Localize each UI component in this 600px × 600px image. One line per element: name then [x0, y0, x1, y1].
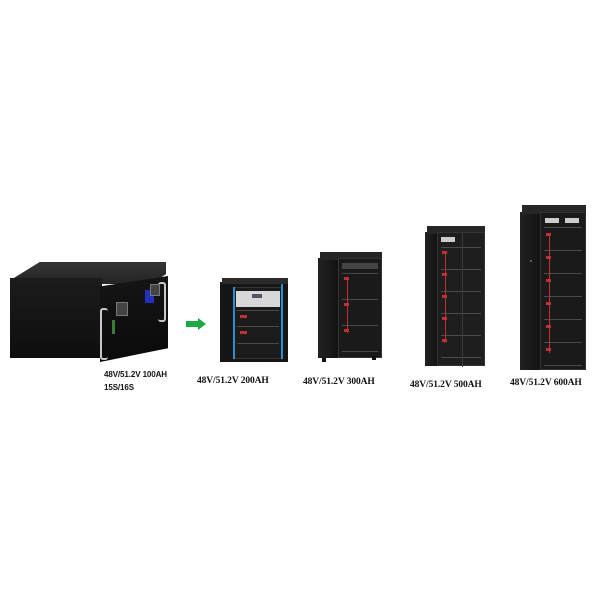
module-left-handle: [100, 308, 108, 360]
arrow-right-icon: [186, 318, 206, 330]
cabinet-600-label: 48V/51.2V 600AH: [510, 378, 582, 388]
module-right-handle: [158, 282, 166, 322]
module-left-terminal: [116, 302, 128, 316]
module-sublabel: 15S/16S: [104, 383, 134, 392]
module-lcd-display: [145, 290, 154, 303]
module-label: 48V/51.2V 100AH: [104, 370, 167, 379]
cabinet-200-label: 48V/51.2V 200AH: [197, 376, 269, 386]
cabinet-300-label: 48V/51.2V 300AH: [303, 377, 375, 387]
cabinet-500-label: 48V/51.2V 500AH: [410, 380, 482, 390]
module-side-panel: [10, 278, 102, 358]
module-status-strip: [112, 320, 115, 334]
module-right-terminal: [150, 284, 160, 296]
